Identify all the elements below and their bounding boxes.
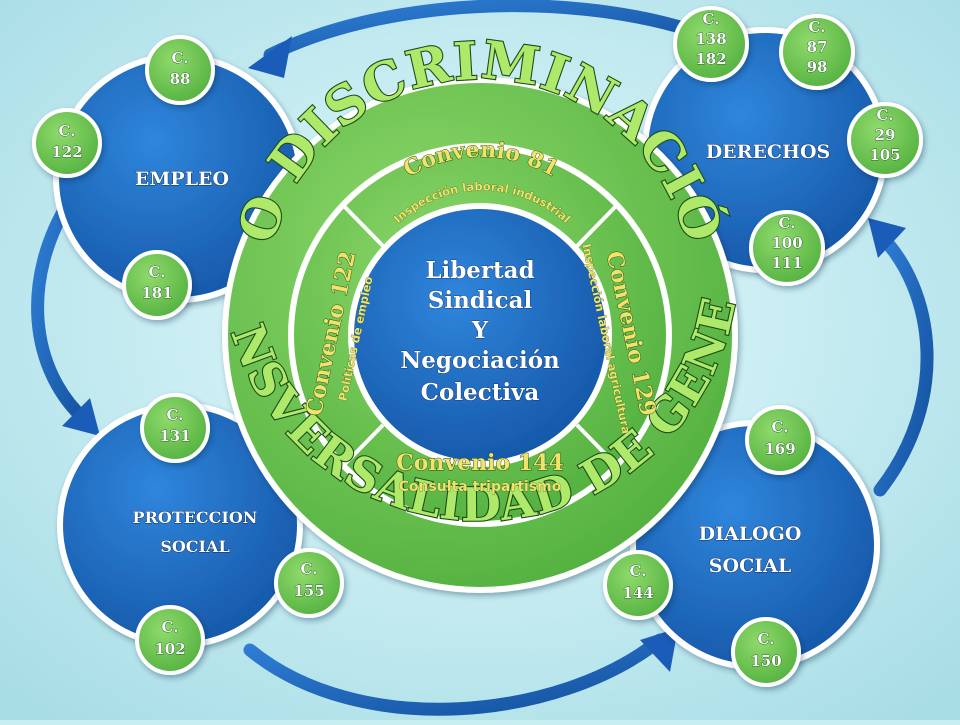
node-derechos-label: DERECHOS [706,141,831,163]
badge-c144: C. 144 [603,550,673,620]
central-wheel [222,77,738,593]
badge-c88-line1: C. [172,49,189,67]
arrow-head-dialogo [640,628,678,672]
center-circle [354,209,606,461]
convenio-144-subtitle: Consulta tripartismo [399,479,562,495]
arrow-head-proteccion [62,398,100,436]
node-dialogo-line1: DIALOGO [699,523,802,545]
badge-c138-line1: C. [703,10,720,28]
badge-c144-line2: 144 [622,584,653,602]
badge-c100: C. 100 111 [749,210,825,286]
badge-c102: C. 102 [135,605,205,675]
arrow-derechos-to-empleo [263,0,697,62]
center-line-4: Negociación [400,347,560,374]
center-line-2: Sindical [428,287,533,314]
arrow-proteccion-to-dialogo [243,633,667,716]
badge-c150-line1: C. [758,630,775,648]
badge-c138-line3: 182 [695,50,726,68]
badge-c102-line2: 102 [154,640,185,658]
badge-c100-line3: 111 [771,254,802,272]
node-dialogo-line2: SOCIAL [709,555,791,577]
center-text: Libertad Sindical Y Negociación Colectiv… [400,257,561,407]
center-line-1: Libertad [425,257,534,284]
badge-c131: C. 131 [140,393,210,463]
badge-c100-line1: C. [779,214,796,232]
badge-c29: C. 29 105 [847,102,923,178]
node-dialogo-social: DIALOGO SOCIAL [630,420,880,670]
badge-c87: C. 87 98 [779,14,855,90]
badge-c169-line2: 169 [764,440,795,458]
node-proteccion-line2: SOCIAL [160,537,229,556]
badge-c87-line2: 87 [807,38,828,56]
badge-c100-line2: 100 [771,234,802,252]
badge-c169-line1: C. [772,418,789,436]
arrow-head-empleo [248,36,292,78]
ring-dividers [339,201,621,470]
node-proteccion-social: PROTECCION SOCIAL [57,402,303,648]
badge-c181-line2: 181 [141,284,172,302]
badge-c155-line2: 155 [293,582,324,600]
badge-c144-line1: C. [630,562,647,580]
badge-c181: C. 181 [122,250,192,320]
badge-c122-line1: C. [59,122,76,140]
badge-c102-line1: C. [162,618,179,636]
convenio-144-title: Convenio 144 [396,450,564,476]
badge-c29-line2: 29 [875,126,896,144]
badge-c87-line3: 98 [807,58,828,76]
center-line-5: Colectiva [421,379,540,406]
badge-c181-line1: C. [149,263,166,281]
convenio-129: Convenio 129 Inspección laboral agricult… [579,242,661,435]
arrow-head-derechos [868,218,906,258]
badge-c150: C. 150 [731,617,801,687]
node-proteccion-line1: PROTECCION [133,508,258,527]
badge-c131-line1: C. [167,406,184,424]
badge-c150-line2: 150 [750,652,781,670]
badge-c155: C. 155 [274,548,344,618]
node-empleo-label: EMPLEO [135,168,229,190]
badge-c29-line3: 105 [869,146,900,164]
badge-c122: C. 122 [32,108,102,178]
badge-c138-line2: 138 [695,30,726,48]
center-line-3: Y [471,317,489,344]
badge-c169: C. 169 [745,405,815,475]
badge-c29-line1: C. [877,106,894,124]
badge-c122-line2: 122 [51,143,82,161]
badge-c138: C. 138 182 [673,6,749,82]
convenio-144: Convenio 144 Consulta tripartismo [396,450,564,496]
badge-c87-line1: C. [809,18,826,36]
connector-arrows [31,0,934,716]
badge-c131-line2: 131 [159,427,190,445]
badge-c88-line2: 88 [170,70,191,88]
badge-c88: C. 88 [145,35,215,105]
badge-c155-line1: C. [301,560,318,578]
arrow-empleo-to-proteccion [31,193,92,427]
arrow-dialogo-to-derechos [873,228,934,497]
